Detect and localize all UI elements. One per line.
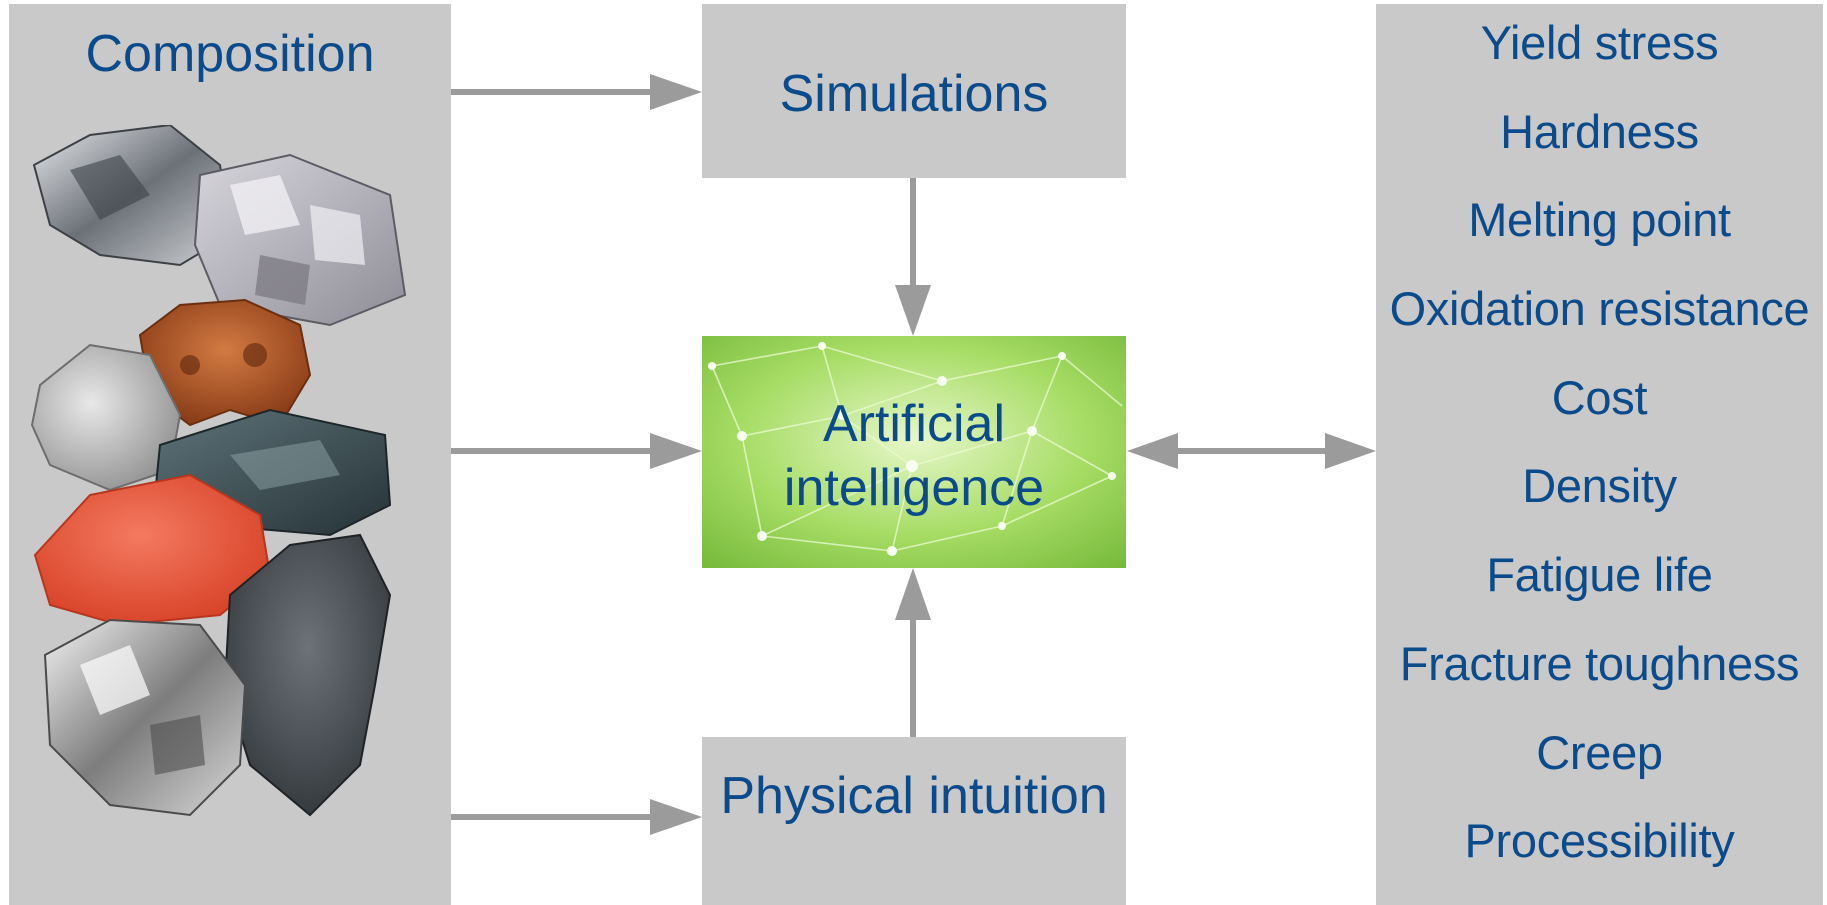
arrow-intuition-to-ai	[895, 568, 931, 737]
arrow-ai-properties-bidirectional	[1127, 433, 1376, 469]
physical-intuition-box	[702, 737, 1126, 905]
property-item: Oxidation resistance	[1389, 282, 1810, 336]
arrow-composition-to-intuition	[451, 799, 702, 835]
element-samples-image	[30, 125, 407, 817]
property-item: Fracture toughness	[1399, 636, 1800, 690]
property-item: Yield stress	[1480, 16, 1719, 69]
simulations-title: Simulations	[779, 65, 1049, 123]
simulations-box	[702, 4, 1126, 178]
arrow-composition-to-ai	[451, 433, 702, 469]
neural-network-image	[702, 336, 1126, 568]
ai-title: Artificial intelligence	[783, 395, 1045, 517]
property-item: Processibility	[1464, 814, 1735, 868]
property-item: Creep	[1536, 725, 1663, 779]
property-item: Melting point	[1468, 193, 1731, 247]
property-item: Density	[1522, 459, 1677, 513]
composition-title: Composition	[85, 25, 375, 83]
property-item: Cost	[1551, 370, 1648, 424]
physical-intuition-title: Physical intuition	[720, 767, 1108, 825]
properties-list: Yield stress Hardness Melting point Oxid…	[1376, 15, 1823, 902]
arrow-composition-to-simulations	[451, 74, 702, 110]
property-item: Hardness	[1500, 104, 1699, 158]
properties-panel	[1376, 4, 1823, 905]
property-item: Fatigue life	[1486, 548, 1713, 602]
arrow-simulations-to-ai	[895, 178, 931, 336]
